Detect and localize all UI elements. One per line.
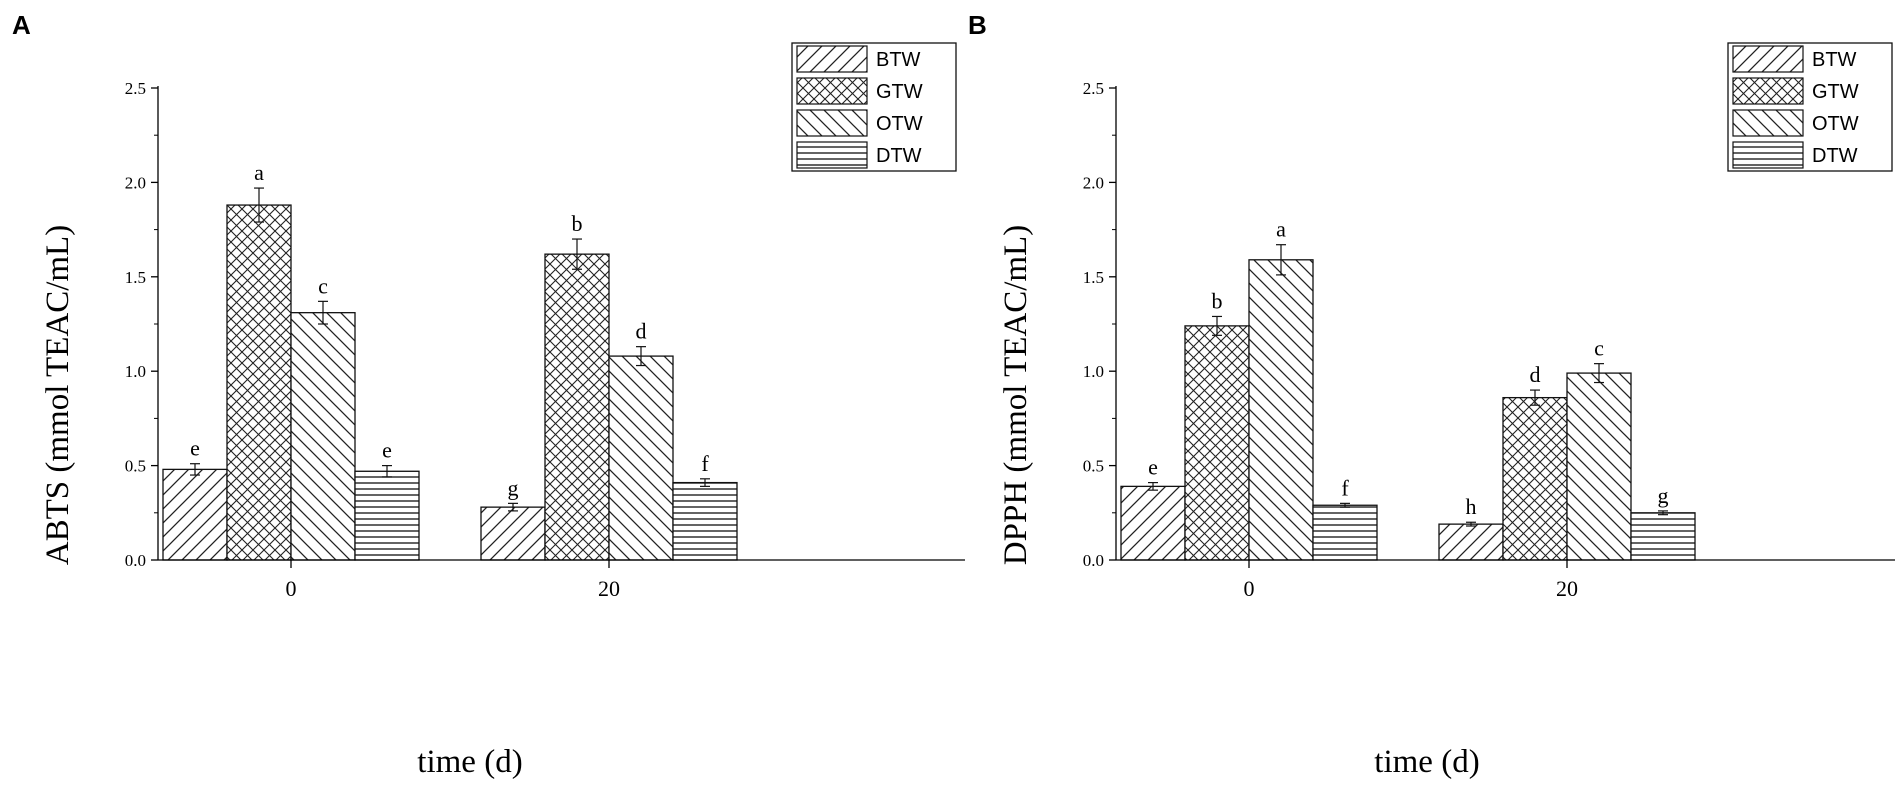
y-tick-label-a-0: 0.0 — [125, 551, 146, 570]
significance-label-b-otw-0: a — [1276, 217, 1286, 242]
bar-a-otw-20 — [608, 355, 674, 561]
bar-b-otw-0 — [1248, 259, 1314, 561]
y-axis-title-b: DPPH (mmol TEAC/mL) — [998, 225, 1034, 565]
significance-label-a-dtw-20: f — [701, 451, 709, 476]
significance-label-a-otw-0: c — [318, 273, 328, 298]
legend-swatch-b-dtw — [1732, 141, 1804, 169]
legend-label-a-btw: BTW — [876, 49, 921, 71]
panel-letter-b: B — [968, 10, 987, 40]
y-tick-label-a-3: 1.5 — [125, 268, 146, 287]
y-axis-ticks-b: 0.0 0.5 1.0 1.5 2.0 2.5 — [1083, 79, 1116, 570]
axes-a — [157, 86, 965, 561]
legend-label-b-dtw: DTW — [1812, 145, 1858, 167]
x-tick-label-a-1: 20 — [598, 576, 620, 601]
bar-b-dtw-0 — [1312, 504, 1378, 561]
y-tick-label-a-4: 2.0 — [125, 173, 146, 192]
bar-b-otw-20 — [1566, 372, 1632, 561]
x-tick-label-a-0: 0 — [286, 576, 297, 601]
y-tick-label-b-5: 2.5 — [1083, 79, 1104, 98]
legend-swatch-b-btw — [1732, 45, 1804, 73]
bar-b-dtw-20 — [1630, 512, 1696, 561]
y-tick-label-b-2: 1.0 — [1083, 362, 1104, 381]
legend-label-a-dtw: DTW — [876, 145, 922, 167]
legend-label-b-btw: BTW — [1812, 49, 1857, 71]
bar-a-btw-20 — [480, 506, 546, 561]
legend-label-a-gtw: GTW — [876, 81, 923, 103]
bar-a-gtw-0 — [226, 204, 292, 561]
significance-label-b-dtw-0: f — [1341, 475, 1349, 500]
axes-b — [1115, 86, 1895, 561]
bar-a-btw-0 — [162, 468, 228, 561]
x-axis-title-a: time (d) — [417, 744, 522, 780]
chart-panel-b: B 0.0 0.5 1.0 1.5 2.0 2.5 e b a f h d c g 0 20 DPPH (… — [968, 10, 1895, 780]
legend-label-a-otw: OTW — [876, 113, 923, 135]
significance-label-a-btw-0: e — [190, 436, 200, 461]
legend-swatch-b-otw — [1732, 109, 1804, 137]
bar-b-gtw-20 — [1502, 396, 1568, 561]
chart-panel-a: A 0.0 0.5 1.0 1.5 2.0 2.5 e a c e g b d f 0 20 time (… — [12, 10, 965, 780]
x-tick-label-b-0: 0 — [1244, 576, 1255, 601]
legend-a: BTW GTW OTW DTW — [791, 42, 957, 172]
y-tick-label-a-1: 0.5 — [125, 457, 146, 476]
significance-label-b-btw-20: h — [1466, 494, 1477, 519]
y-tick-label-b-4: 2.0 — [1083, 173, 1104, 192]
y-axis-ticks-a: 0.0 0.5 1.0 1.5 2.0 2.5 — [125, 79, 158, 570]
bar-a-gtw-20 — [544, 253, 610, 561]
significance-label-b-dtw-20: g — [1658, 483, 1669, 508]
x-axis-title-b: time (d) — [1374, 744, 1479, 780]
legend-swatch-a-btw — [796, 45, 868, 73]
legend-swatch-a-otw — [796, 109, 868, 137]
x-axis-ticks-b: 0 20 — [1244, 560, 1578, 601]
y-tick-label-b-1: 0.5 — [1083, 457, 1104, 476]
significance-label-b-btw-0: e — [1148, 455, 1158, 480]
y-tick-label-a-5: 2.5 — [125, 79, 146, 98]
bars-b: e b a f h d c g — [1120, 217, 1696, 561]
legend-swatch-a-dtw — [796, 141, 868, 169]
y-axis-title-a: ABTS (mmol TEAC/mL) — [40, 225, 76, 565]
bar-a-dtw-0 — [354, 470, 420, 561]
bar-b-btw-20 — [1438, 523, 1504, 561]
bar-a-otw-0 — [290, 312, 356, 561]
legend-label-b-gtw: GTW — [1812, 81, 1859, 103]
y-tick-label-a-2: 1.0 — [125, 362, 146, 381]
x-axis-ticks-a: 0 20 — [286, 560, 620, 601]
significance-label-b-gtw-20: d — [1530, 362, 1541, 387]
x-tick-label-b-1: 20 — [1556, 576, 1578, 601]
significance-label-b-gtw-0: b — [1212, 288, 1223, 313]
significance-label-a-btw-20: g — [508, 475, 519, 500]
bars-a: e a c e g b d f — [162, 160, 738, 561]
bar-a-dtw-20 — [672, 481, 738, 561]
significance-label-a-dtw-0: e — [382, 438, 392, 463]
legend-swatch-a-gtw — [796, 77, 868, 105]
y-tick-label-b-0: 0.0 — [1083, 551, 1104, 570]
legend-swatch-b-gtw — [1732, 77, 1804, 105]
legend-b: BTW GTW OTW DTW — [1727, 42, 1893, 172]
bar-b-btw-0 — [1120, 485, 1186, 561]
significance-label-b-otw-20: c — [1594, 336, 1604, 361]
significance-label-a-gtw-20: b — [572, 211, 583, 236]
panel-letter-a: A — [12, 10, 31, 40]
y-tick-label-b-3: 1.5 — [1083, 268, 1104, 287]
bar-b-gtw-0 — [1184, 325, 1250, 561]
significance-label-a-otw-20: d — [636, 319, 647, 344]
significance-label-a-gtw-0: a — [254, 160, 264, 185]
legend-label-b-otw: OTW — [1812, 113, 1859, 135]
